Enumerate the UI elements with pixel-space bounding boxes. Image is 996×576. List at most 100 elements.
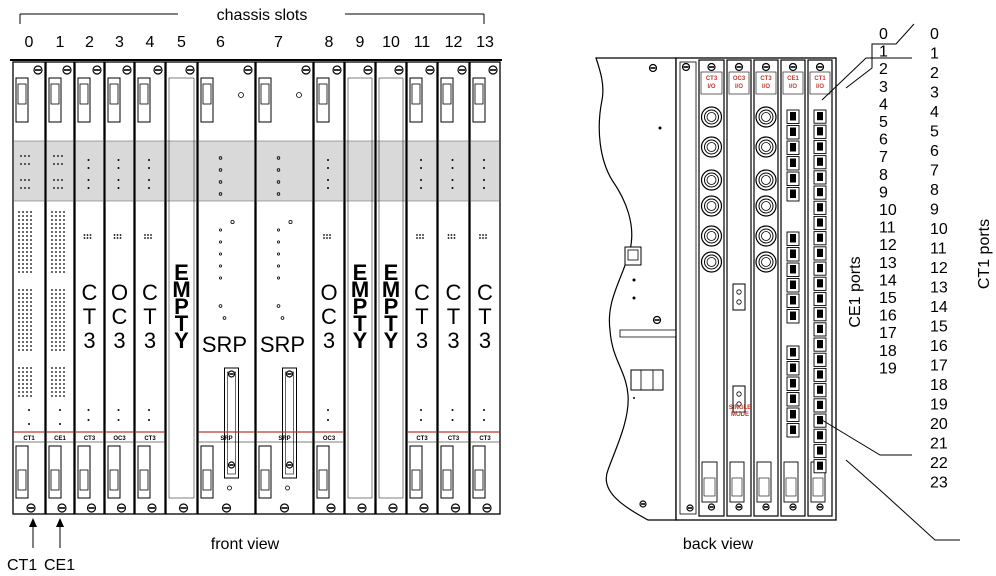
ct1-port-number: 19 (930, 397, 948, 414)
front-view-caption: front view (211, 536, 280, 553)
ce1-port-number: 13 (879, 255, 897, 272)
card-bottom-label: OC3 (323, 436, 336, 442)
io-card-sublabel: I/O (816, 84, 824, 90)
card-bottom-label: CE1 (54, 436, 66, 442)
ct1-port-number: 22 (930, 455, 948, 472)
card-type-label: SRP (260, 332, 305, 357)
ct1-port-number: 21 (930, 436, 948, 453)
ct1-ports-label: CT1 ports (976, 219, 993, 289)
ct1-port-number: 23 (930, 475, 948, 492)
ct1-port-number: 12 (930, 260, 948, 277)
ce1-bracket-top (821, 57, 912, 101)
ce1-port-number: 5 (879, 114, 888, 131)
slot-number: 8 (325, 34, 334, 51)
io-card-label: CT3 (706, 76, 718, 82)
slot-number: 1 (56, 34, 65, 51)
card-bottom-label: CT3 (144, 436, 156, 442)
ct1-port-number: 17 (930, 358, 948, 375)
ce1-port-number: 10 (879, 202, 897, 219)
slot-number: 4 (146, 34, 155, 51)
slot-number: 12 (445, 34, 463, 51)
ct1-port-number: 20 (930, 416, 948, 433)
ct1-port-number: 7 (930, 163, 939, 180)
slot-number: 6 (216, 34, 225, 51)
card-bottom-label: CT3 (84, 436, 96, 442)
ct1-port-number: 2 (930, 65, 939, 82)
slot-number: 10 (382, 34, 400, 51)
chassis-slots-label: chassis slots (217, 7, 308, 24)
card-bottom-label: SRP (278, 436, 290, 442)
slot-number: 0 (25, 34, 34, 51)
ce1-port-number: 9 (879, 184, 888, 201)
ce1-port-number: 6 (879, 132, 888, 149)
slot-number: 2 (85, 34, 94, 51)
ce1-port-number: 11 (879, 220, 896, 237)
card-bottom-label: CT1 (23, 436, 35, 442)
ct1-port-number: 0 (930, 26, 939, 43)
slot-number: 5 (177, 34, 186, 51)
ce1-port-number: 0 (879, 26, 888, 43)
io-card-sublabel: I/O (707, 84, 715, 90)
optical-connector-icon (732, 385, 746, 413)
io-card-label: CE1 (787, 76, 799, 82)
ce1-port-number: 18 (879, 343, 897, 360)
slot-number: 3 (115, 34, 124, 51)
back-side-panel (595, 57, 677, 521)
console-port-icon (624, 246, 642, 266)
ct1-bracket-top (845, 23, 915, 89)
ct1-port-number: 15 (930, 319, 948, 336)
card-bottom-label: CT3 (448, 436, 460, 442)
card-bottom-label: CT3 (416, 436, 428, 442)
ct1-port-number: 3 (930, 85, 939, 102)
ct1-port-number: 14 (930, 299, 948, 316)
ce1-port-number: 7 (879, 149, 888, 166)
ct1-port-number: 16 (930, 338, 948, 355)
io-card-label: OC3 (733, 76, 746, 82)
io-card-sublabel: I/O (789, 84, 797, 90)
ct1-port-number: 4 (930, 104, 939, 121)
ce1-ports-label: CE1 ports (847, 256, 864, 327)
ce1-port-number: 3 (879, 79, 888, 96)
slot-card-ct1: CT1 (12, 61, 46, 515)
ct1-port-number: 10 (930, 221, 948, 238)
ce1-port-number: 1 (879, 44, 888, 61)
ce1-port-number: 8 (879, 167, 888, 184)
ce1-port-number: 12 (879, 237, 897, 254)
card-bottom-label: OC3 (113, 436, 126, 442)
ct1-port-number: 8 (930, 182, 939, 199)
io-card-label: CT1 (814, 76, 826, 82)
chassis-slots-bracket: chassis slots (19, 7, 485, 24)
slot-card-srp: SRP SRP (255, 61, 314, 515)
slot-number: 13 (476, 34, 494, 51)
front-pointers: CT1 CE1 (7, 518, 75, 574)
ce1-port-number: 15 (879, 290, 897, 307)
ct1-bracket-bottom (845, 459, 960, 541)
io-card-label: CT3 (760, 76, 772, 82)
slot-number: 11 (414, 34, 431, 51)
card-bottom-label: CT3 (479, 436, 491, 442)
ce1-port-number: 2 (879, 61, 888, 78)
ce1-port-number: 16 (879, 308, 897, 325)
slot-card-ce1: CE1 (45, 61, 75, 515)
